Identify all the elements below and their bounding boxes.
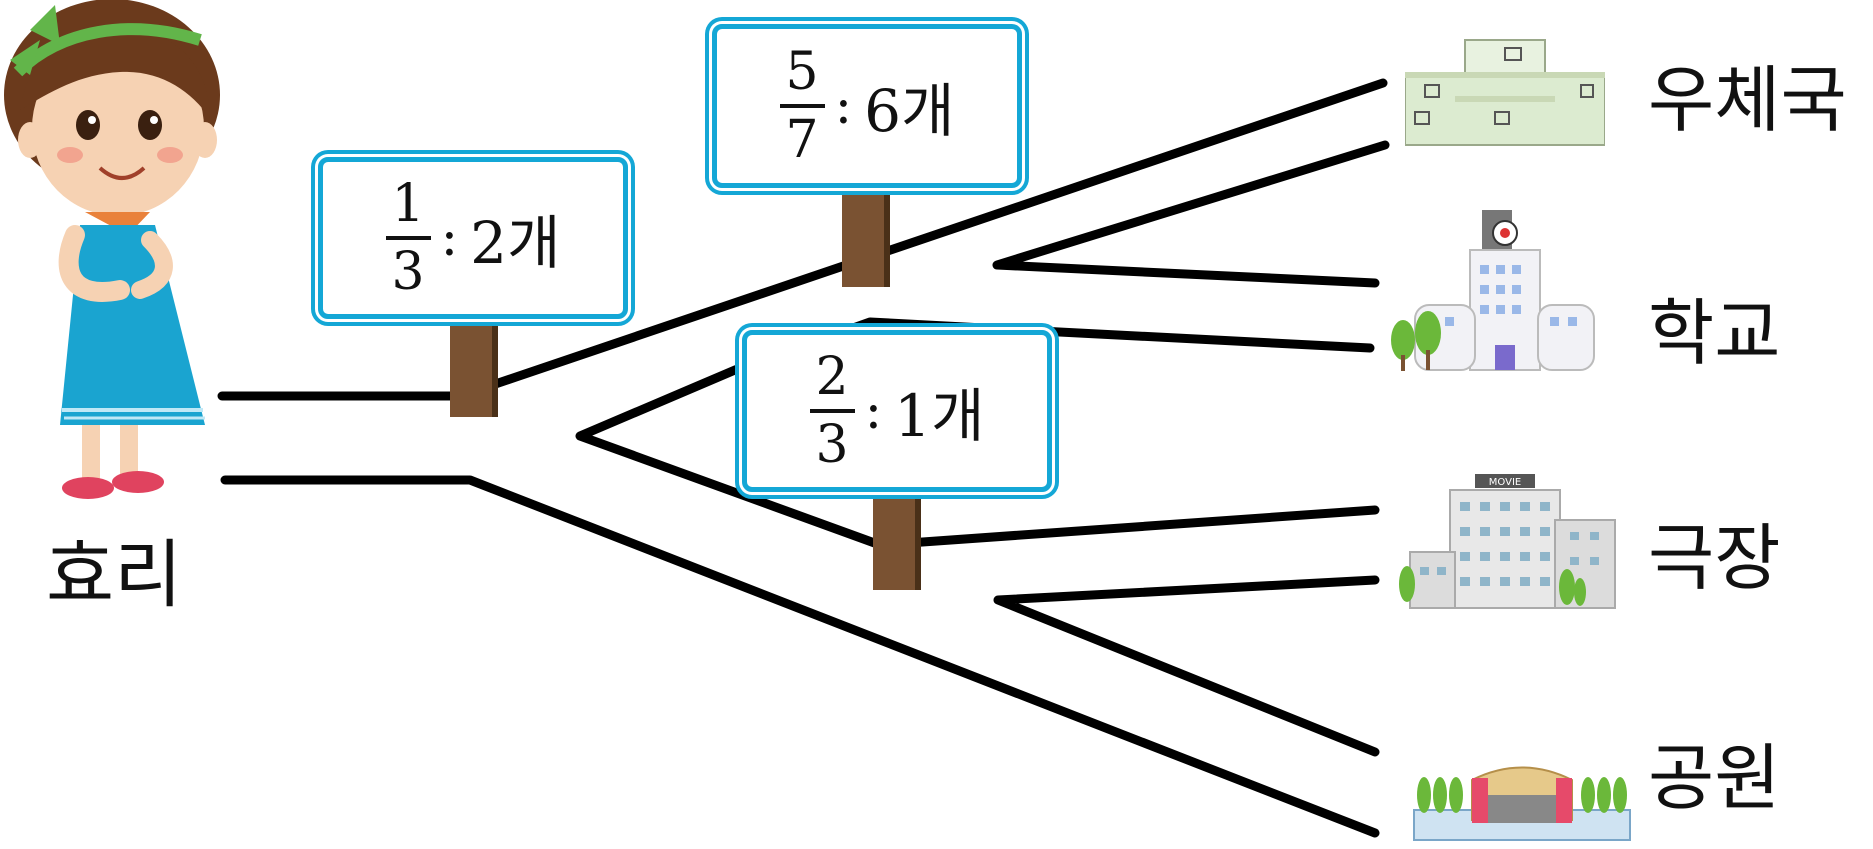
sign-2-separator: : [834,76,853,136]
park-icon [1413,766,1631,841]
sign-2-post [842,192,890,287]
destination-school-label: 학교 [1648,291,1781,375]
theater-sign-text: MOVIE [1489,477,1521,488]
sign-1-post [450,325,498,417]
sign-1-separator: : [440,208,459,268]
sign-1-fraction: 1 3 [385,174,431,298]
sign-3: 2 3 : 1개 [742,330,1052,492]
road-lower-edge [220,475,1380,838]
sign-1-numerator: 1 [391,174,425,234]
sign-3-fraction: 2 3 [809,347,855,471]
sign-1: 1 3 : 2개 [318,157,628,319]
girl-character [4,0,220,499]
sign-3-count: 1개 [894,382,985,450]
sign-3-numerator: 2 [815,347,849,407]
character-name: 효리 [46,532,183,618]
sign-2-denominator: 7 [779,104,825,166]
destination-post-office-label: 우체국 [1648,58,1847,142]
sign-2-numerator: 5 [785,42,819,102]
road-inner-upper [992,140,1390,288]
road-inner-lower [993,575,1380,757]
post-office-icon [1405,39,1605,146]
school-icon [1391,210,1595,371]
sign-2-fraction: 5 7 [779,42,825,166]
sign-3-separator: : [864,381,883,441]
sign-3-denominator: 3 [809,409,855,471]
theater-icon: MOVIE [1399,474,1616,609]
sign-3-post [873,498,921,590]
sign-1-denominator: 3 [385,236,431,298]
sign-2-count: 6개 [864,77,955,145]
destination-theater-label: 극장 [1648,516,1781,600]
sign-2: 5 7 : 6개 [712,24,1022,188]
sign-1-count: 2개 [470,209,561,277]
destination-park-label: 공원 [1648,736,1781,820]
